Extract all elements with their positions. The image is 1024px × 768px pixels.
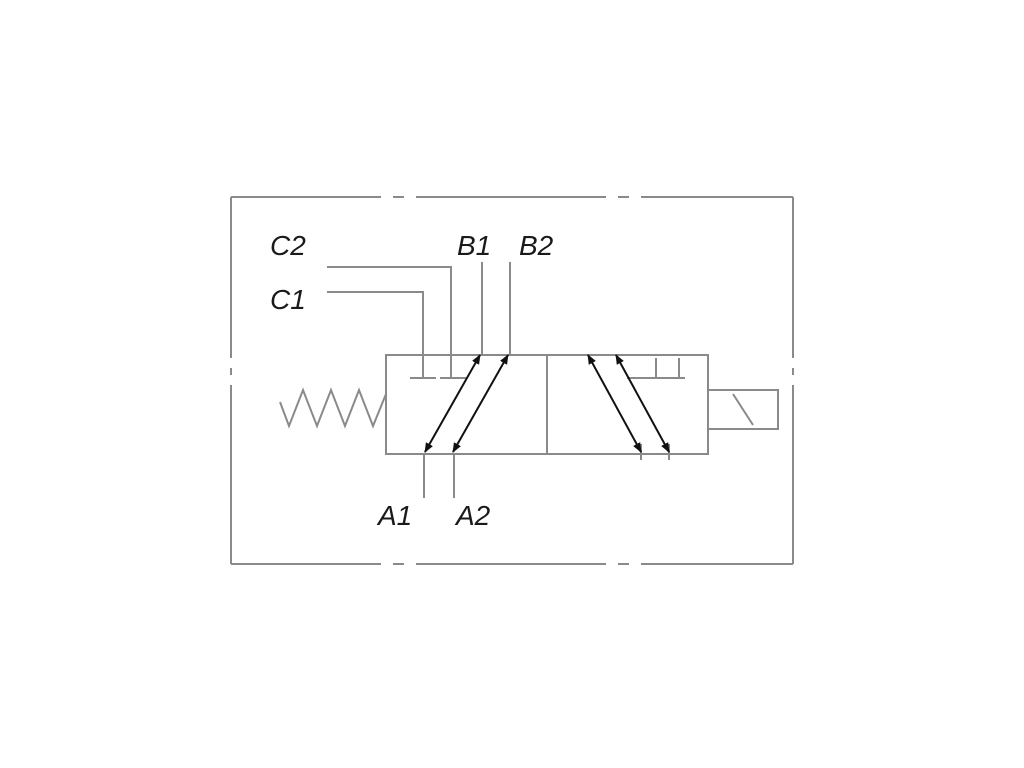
port-lines	[327, 262, 511, 498]
spring-actuator	[279, 387, 387, 429]
flow-arrow-right-2	[615, 354, 670, 453]
flow-arrows	[424, 354, 670, 453]
label-c2: C2	[270, 230, 306, 261]
label-a1: A1	[376, 500, 412, 531]
label-b2: B2	[519, 230, 554, 261]
port-line-c2	[327, 266, 452, 378]
valve-body	[385, 354, 709, 455]
right-block-port-stubs	[640, 444, 670, 460]
flow-arrow-left-2	[452, 354, 509, 453]
label-b1: B1	[457, 230, 491, 261]
flow-arrow-right-1	[587, 354, 642, 453]
enclosure-boundary	[230, 196, 794, 565]
solenoid-actuator	[707, 389, 779, 430]
blocked-port-right	[627, 358, 685, 379]
label-a2: A2	[454, 500, 491, 531]
port-line-c1	[327, 291, 424, 378]
flow-arrow-left-1	[424, 354, 481, 453]
label-c1: C1	[270, 284, 306, 315]
